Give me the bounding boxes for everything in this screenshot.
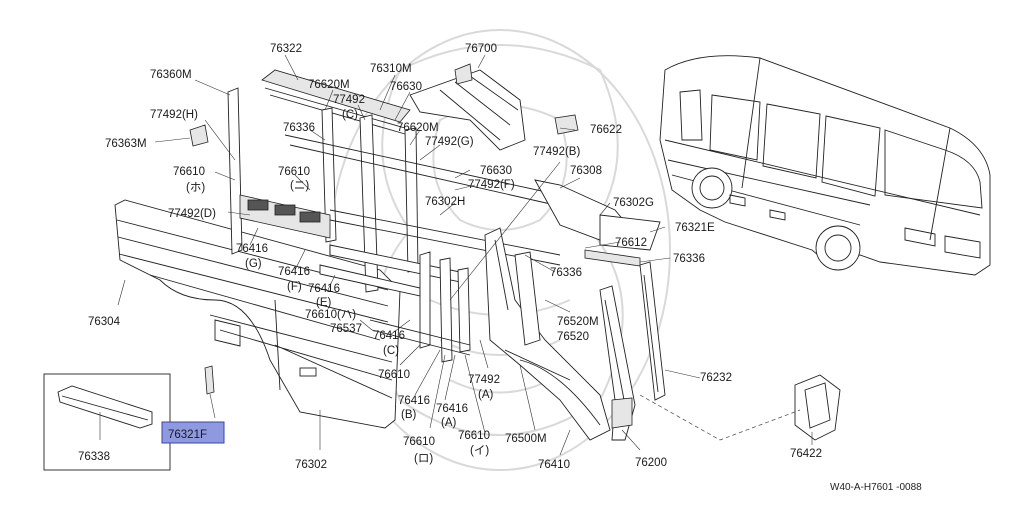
label-76610-ho[interactable]: 76610 (173, 166, 205, 178)
label-76336[interactable]: 76336 (283, 122, 315, 134)
dashed-leader (639, 394, 801, 441)
label-76416-c-letter: (C) (383, 345, 399, 357)
label-76610-ro-kana: (ロ) (414, 453, 433, 465)
label-76610-i[interactable]: 76610 (458, 430, 490, 442)
label-76500M[interactable]: 76500M (505, 433, 547, 445)
label-76360M[interactable]: 76360M (150, 69, 192, 81)
inner-frame-members (189, 69, 561, 363)
label-76410[interactable]: 76410 (538, 459, 570, 471)
label-76700[interactable]: 76700 (465, 43, 497, 55)
label-77492-f[interactable]: 77492(F) (468, 179, 515, 191)
highlight-box-76321F (161, 421, 225, 444)
rear-pillar-assembly (484, 114, 666, 441)
label-76416-e[interactable]: 76416 (308, 283, 340, 295)
label-76416-a[interactable]: 76416 (436, 403, 468, 415)
label-76610-ho-kana: (ホ) (186, 181, 205, 194)
label-76416-f[interactable]: 76416 (278, 266, 310, 278)
label-77492-d[interactable]: 77492(D) (168, 208, 216, 220)
label-76363M[interactable]: 76363M (105, 138, 147, 150)
label-76302H[interactable]: 76302H (425, 196, 465, 208)
label-76416-b[interactable]: 76416 (398, 395, 430, 407)
label-76416-b-letter: (B) (401, 409, 417, 421)
leader-lines (99, 54, 813, 456)
label-76416-c[interactable]: 76416 (373, 330, 405, 342)
label-76416-f-letter: (F) (287, 281, 302, 293)
label-77492-h[interactable]: 77492(H) (150, 109, 198, 121)
label-76612[interactable]: 76612 (615, 237, 647, 249)
label-76537[interactable]: 76537 (330, 323, 362, 335)
label-76416-g[interactable]: 76416 (236, 243, 268, 255)
label-76630-b[interactable]: 76630 (480, 165, 512, 177)
label-76630[interactable]: 76630 (390, 81, 422, 93)
label-76422[interactable]: 76422 (790, 448, 822, 460)
label-77492-a[interactable]: 77492 (468, 374, 500, 386)
label-76336-c[interactable]: 76336 (550, 267, 582, 279)
diagram-reference-code: W40-A-H7601 -0088 (830, 482, 922, 493)
label-76302[interactable]: 76302 (295, 459, 327, 471)
label-76302G[interactable]: 76302G (613, 197, 654, 209)
label-76310M[interactable]: 76310M (370, 63, 412, 75)
label-77492-g[interactable]: 77492(G) (425, 136, 474, 148)
label-77492-b[interactable]: 77492(B) (533, 146, 580, 158)
part-76321F (204, 365, 215, 395)
label-76610-ni[interactable]: 76610 (278, 166, 310, 178)
label-77492[interactable]: 77492 (333, 94, 365, 106)
label-76610[interactable]: 76610 (378, 369, 410, 381)
part-labels: 76322 76700 76360M 76620M 76310M 77492 7… (78, 43, 822, 471)
label-76321E[interactable]: 76321E (675, 222, 715, 234)
label-77492-a-letter: (A) (478, 389, 494, 401)
label-77492-c[interactable]: (C) (342, 109, 358, 121)
van-illustration (659, 55, 991, 276)
label-76416-g-letter: (G) (245, 258, 262, 270)
label-76321F[interactable]: 76321F (168, 429, 207, 441)
label-76336-b[interactable]: 76336 (673, 253, 705, 265)
label-76610-ha[interactable]: 76610(ハ) (305, 309, 356, 321)
label-76232[interactable]: 76232 (700, 372, 732, 384)
label-76520M[interactable]: 76520M (557, 316, 599, 328)
roof-bow-assembly (409, 63, 526, 151)
label-76416-a-letter: (A) (441, 417, 457, 429)
label-76520[interactable]: 76520 (557, 331, 589, 343)
label-76610-ro[interactable]: 76610 (403, 436, 435, 448)
label-76610-i-kana: (イ) (470, 445, 489, 457)
label-76200[interactable]: 76200 (635, 457, 667, 469)
label-76622[interactable]: 76622 (590, 124, 622, 136)
label-76416-e-letter: (E) (316, 297, 332, 309)
label-76322[interactable]: 76322 (270, 43, 302, 55)
label-76338[interactable]: 76338 (78, 451, 110, 463)
label-76308[interactable]: 76308 (570, 165, 602, 177)
label-76620M[interactable]: 76620M (308, 79, 350, 91)
label-76620M-b[interactable]: 76620M (397, 122, 439, 134)
label-76304[interactable]: 76304 (88, 316, 121, 328)
label-76610-ni-kana: (ニ) (290, 180, 309, 192)
bracket-76422 (794, 374, 841, 441)
side-outer-panel (114, 199, 401, 429)
